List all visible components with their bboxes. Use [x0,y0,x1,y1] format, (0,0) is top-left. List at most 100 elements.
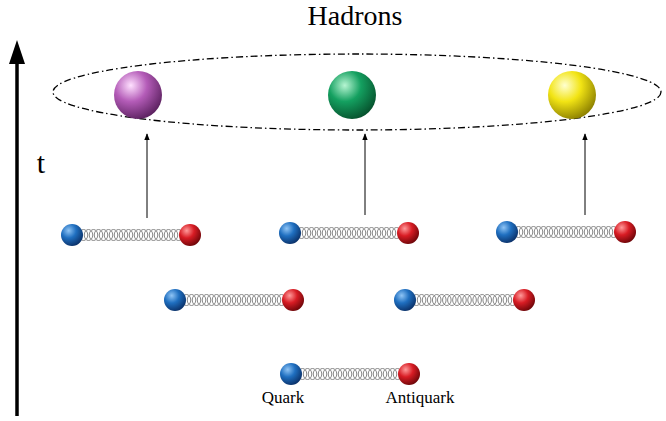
gluon-spring [519,227,528,238]
gluon-spring [99,230,108,241]
gluon-spring [217,295,226,306]
gluon-spring [129,230,138,241]
meson-pair [279,222,419,244]
gluon-spring [237,295,246,306]
gluon-spring [373,369,382,380]
gluon-spring [483,295,492,306]
gluon-spring [604,227,613,238]
gluon-spring [427,295,436,306]
gluon-spring [599,227,608,238]
gluon-spring [222,295,231,306]
gluon-spring [317,228,326,239]
antiquark-sphere [614,221,636,243]
gluon-spring [164,230,173,241]
gluon-spring [589,227,598,238]
meson-pair [164,289,304,311]
gluon-spring [388,369,397,380]
gluon-spring [109,230,118,241]
gluon-spring [232,295,241,306]
gluon-spring [534,227,543,238]
gluon-spring [338,369,347,380]
gluon-spring [559,227,568,238]
gluon-spring [378,369,387,380]
gluon-spring [529,227,538,238]
gluon-spring [422,295,431,306]
gluon-spring [202,295,211,306]
antiquark-sphere [513,289,535,311]
gluon-spring [544,227,553,238]
time-axis-head [9,40,25,64]
gluon-spring [192,295,201,306]
formation-arrow [365,134,366,215]
gluon-spring [272,295,281,306]
gluon-spring [262,295,271,306]
gluon-spring [569,227,578,238]
gluon-spring [312,228,321,239]
gluon-spring [242,295,251,306]
gluon-spring [323,369,332,380]
gluon-spring [332,228,341,239]
gluon-spring [353,369,362,380]
gluon-spring [154,230,163,241]
gluon-spring [94,230,103,241]
gluon-spring [307,228,316,239]
gluon-spring [159,230,168,241]
gluon-spring [574,227,583,238]
hadron-sphere [328,71,376,119]
gluon-spring [468,295,477,306]
gluon-spring [417,295,426,306]
meson-pair [280,363,420,385]
gluon-spring [119,230,128,241]
gluon-spring [212,295,221,306]
hadron-sphere [548,71,596,119]
gluon-spring [453,295,462,306]
gluon-spring [387,228,396,239]
gluon-spring [257,295,266,306]
meson-pair [394,289,535,311]
time-axis [15,58,19,416]
gluon-spring [437,295,446,306]
gluon-spring [367,228,376,239]
gluon-spring [549,227,558,238]
quark-sphere [280,363,302,385]
antiquark-sphere [398,363,420,385]
gluon-spring [247,295,256,306]
gluon-spring [327,228,336,239]
gluon-spring [197,295,206,306]
gluon-spring [134,230,143,241]
gluon-spring [357,228,366,239]
gluon-spring [362,228,371,239]
gluon-spring [554,227,563,238]
gluon-spring [498,295,507,306]
quark-sphere [164,289,186,311]
gluon-spring [343,369,352,380]
gluon-spring [493,295,502,306]
hadron-sphere [114,71,162,119]
gluon-spring [169,230,178,241]
gluon-spring [539,227,548,238]
axis-label: t [37,146,45,181]
gluon-spring [342,228,351,239]
antiquark-sphere [282,289,304,311]
gluon-spring [322,228,331,239]
gluon-spring [473,295,482,306]
gluon-spring [187,295,196,306]
meson-pair [496,221,636,243]
gluon-spring [524,227,533,238]
gluon-spring [368,369,377,380]
gluon-spring [377,228,386,239]
gluon-spring [448,295,457,306]
formation-arrow [585,134,586,215]
gluon-spring [347,228,356,239]
gluon-spring [463,295,472,306]
gluon-spring [308,369,317,380]
gluon-spring [594,227,603,238]
gluon-spring [302,228,311,239]
gluon-spring [124,230,133,241]
gluon-spring [333,369,342,380]
gluon-spring [313,369,322,380]
gluon-spring [139,230,148,241]
gluon-spring [443,295,452,306]
